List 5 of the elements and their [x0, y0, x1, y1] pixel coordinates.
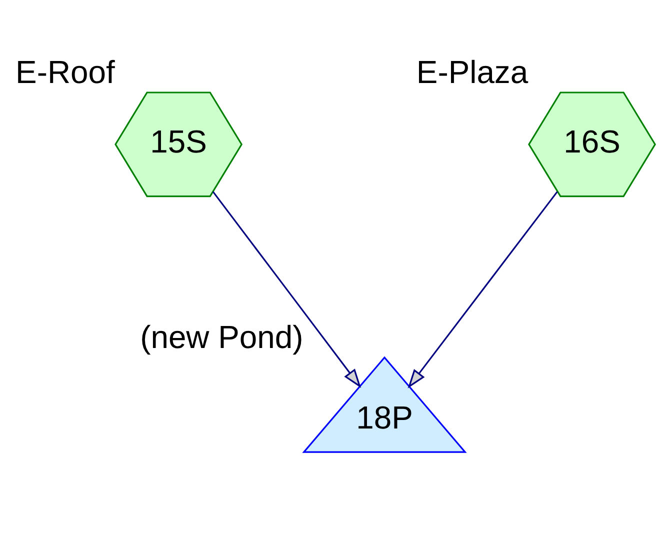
- node-label: (new Pond): [140, 318, 304, 354]
- node-label: E-Plaza: [416, 53, 528, 90]
- arrow: [408, 190, 558, 388]
- arrow: [212, 190, 362, 388]
- node-label: E-Roof: [16, 53, 115, 90]
